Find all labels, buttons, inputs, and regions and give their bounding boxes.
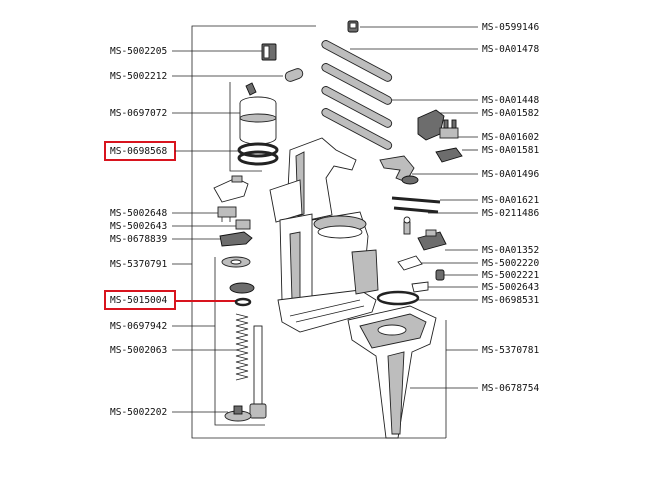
part-label: MS-5370781: [482, 345, 539, 356]
part-label: MS-5002648: [110, 208, 167, 219]
part-label-highlighted: MS-5015004: [110, 295, 167, 306]
seal-part: [234, 297, 252, 307]
cap-part: [224, 405, 252, 422]
disc-part: [221, 256, 251, 268]
part-label: MS-0698531: [482, 295, 539, 306]
clip-part: [261, 43, 277, 61]
rod-parts: [321, 40, 393, 150]
part-label: MS-0A01478: [482, 44, 539, 55]
part-label: MS-0678839: [110, 234, 167, 245]
spring-rod-part: [391, 196, 441, 214]
part-label: MS-0A01602: [482, 132, 539, 143]
connector-part: [235, 219, 251, 230]
screw-part: [347, 20, 359, 33]
disc-part: [229, 282, 255, 294]
piston-rod-part: [249, 325, 267, 419]
key-part: [403, 216, 411, 235]
connector-part: [439, 119, 459, 139]
part-label: MS-0A01352: [482, 245, 539, 256]
part-label: MS-0599146: [482, 22, 539, 33]
part-label: MS-0A01621: [482, 195, 539, 206]
o-ring-part: [237, 142, 279, 166]
part-label: MS-0211486: [482, 208, 539, 219]
connector-part: [217, 206, 237, 222]
bracket-part: [213, 175, 249, 203]
spring-part: [235, 313, 249, 381]
part-label: MS-0A01582: [482, 108, 539, 119]
part-label: MS-5002221: [482, 270, 539, 281]
part-label: MS-0A01496: [482, 169, 539, 180]
main-housing: [269, 137, 379, 333]
part-label: MS-5002205: [110, 46, 167, 57]
assembly-frame: [191, 25, 446, 439]
part-label-highlighted: MS-0698568: [110, 146, 167, 157]
part-label: MS-5370791: [110, 259, 167, 270]
switch-part: [417, 229, 447, 251]
part-label: MS-0697942: [110, 321, 167, 332]
part-label: MS-5002063: [110, 345, 167, 356]
part-label: MS-5002202: [110, 407, 167, 418]
part-label: MS-0697072: [110, 108, 167, 119]
part-label: MS-0678754: [482, 383, 539, 394]
clip-part: [411, 281, 429, 293]
connector-part: [435, 147, 463, 163]
right-labels: MS-0599146 MS-0A01478 MS-0A01448 MS-0A01…: [350, 22, 539, 438]
lever-part: [379, 155, 419, 185]
clamp-part: [219, 231, 253, 247]
cylinder-part: [239, 82, 277, 145]
part-label: MS-5002220: [482, 258, 539, 269]
part-label: MS-5002643: [482, 282, 539, 293]
clip-part: [397, 255, 423, 271]
pin-part: [284, 68, 304, 82]
part-label: MS-0A01581: [482, 145, 539, 156]
base-tray: [347, 305, 437, 439]
gasket-part: [376, 290, 420, 306]
part-label: MS-5002212: [110, 71, 167, 82]
part-label: MS-5002643: [110, 221, 167, 232]
left-labels: MS-5002205 MS-5002212 MS-0697072 MS-0698…: [104, 46, 283, 418]
part-label: MS-0A01448: [482, 95, 539, 106]
spring-small-part: [435, 269, 445, 281]
